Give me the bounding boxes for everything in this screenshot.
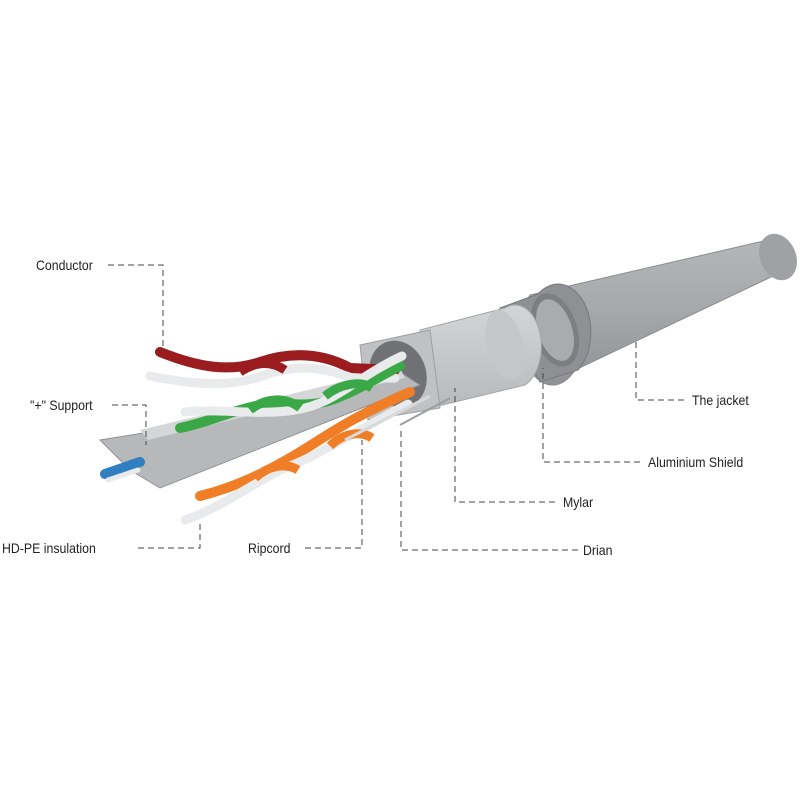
pair-brown-white-wire bbox=[145, 363, 400, 389]
label-support: "+" Support bbox=[30, 397, 93, 413]
pair-green-white-wire bbox=[180, 351, 407, 417]
leader-jacket bbox=[635, 340, 684, 401]
mylar-rim bbox=[485, 309, 525, 381]
label-conductor: Conductor bbox=[36, 257, 93, 273]
label-hdpe: HD-PE insulation bbox=[2, 540, 96, 556]
aluminium-shield-face bbox=[536, 299, 574, 361]
label-drian: Drian bbox=[583, 542, 613, 558]
pair-green-twist bbox=[247, 395, 303, 414]
drain-wire bbox=[399, 397, 451, 426]
leader-drian bbox=[400, 430, 578, 551]
leader-support bbox=[112, 404, 147, 445]
pair-blue-white-wire bbox=[105, 467, 141, 483]
leader-hdpe bbox=[138, 522, 201, 549]
label-ripcord: Ripcord bbox=[248, 540, 291, 556]
pair-orange-twist bbox=[251, 461, 301, 482]
pair-green-twist-2 bbox=[322, 379, 375, 400]
jacket-end bbox=[759, 233, 797, 281]
label-aluminium: Aluminium Shield bbox=[648, 454, 744, 470]
ripcord bbox=[344, 394, 431, 442]
pair-orange-twist-2 bbox=[326, 429, 375, 450]
leader-aluminium bbox=[542, 368, 640, 463]
label-jacket: The jacket bbox=[692, 392, 749, 408]
pair-orange-wire bbox=[195, 387, 415, 501]
label-mylar: Mylar bbox=[563, 494, 594, 510]
leader-conductor bbox=[108, 264, 164, 352]
leader-mylar bbox=[454, 388, 555, 503]
pair-blue-wire bbox=[100, 457, 145, 479]
pair-brown-twist bbox=[237, 359, 288, 376]
